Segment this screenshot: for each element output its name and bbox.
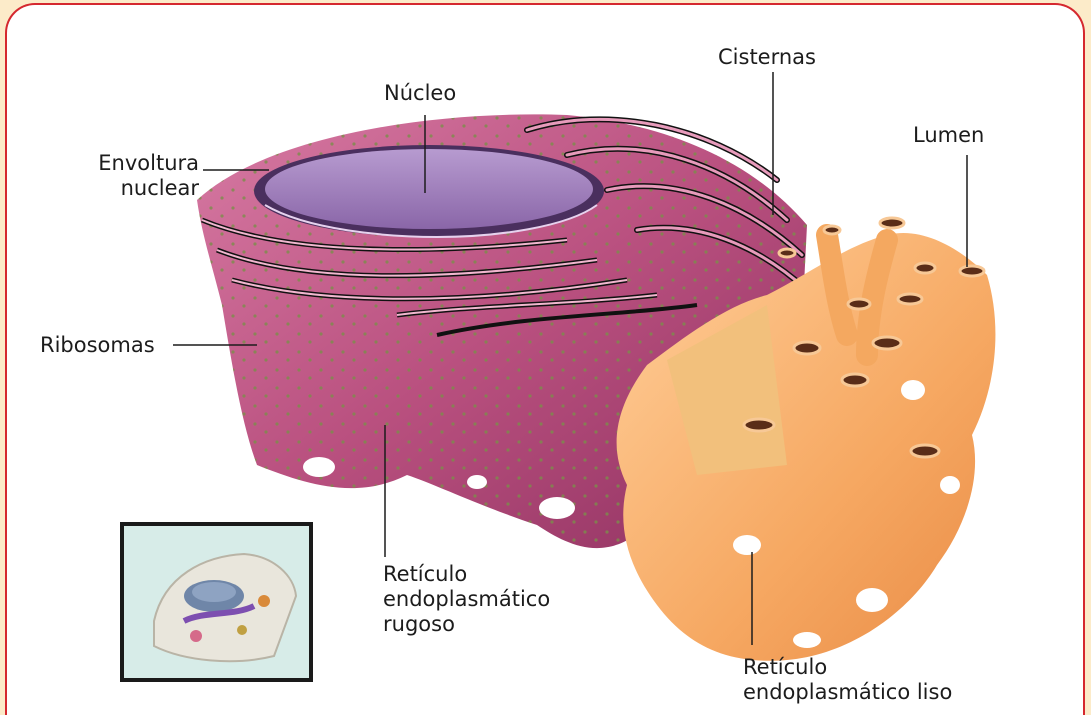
nucleus: [254, 145, 604, 237]
label-ser-line1: Retículo: [743, 655, 952, 680]
label-rer: Retículo endoplasmático rugoso: [383, 562, 550, 637]
cell-inset-image: [120, 522, 313, 682]
label-rer-line3: rugoso: [383, 612, 550, 637]
diagram-frame: Núcleo Cisternas Lumen Envoltura nuclear…: [5, 3, 1085, 715]
label-rer-line2: endoplasmático: [383, 587, 550, 612]
label-ribosomas: Ribosomas: [40, 333, 155, 358]
label-rer-line1: Retículo: [383, 562, 550, 587]
cell-thumbnail: [124, 526, 309, 678]
label-cisternas: Cisternas: [718, 45, 816, 70]
label-envoltura-line1: Envoltura: [47, 151, 199, 176]
label-lumen: Lumen: [913, 123, 984, 148]
label-nucleo: Núcleo: [384, 81, 456, 106]
label-envoltura-nuclear: Envoltura nuclear: [47, 151, 199, 201]
label-ser: Retículo endoplasmático liso: [743, 655, 952, 705]
label-envoltura-line2: nuclear: [47, 176, 199, 201]
label-ser-line2: endoplasmático liso: [743, 680, 952, 705]
